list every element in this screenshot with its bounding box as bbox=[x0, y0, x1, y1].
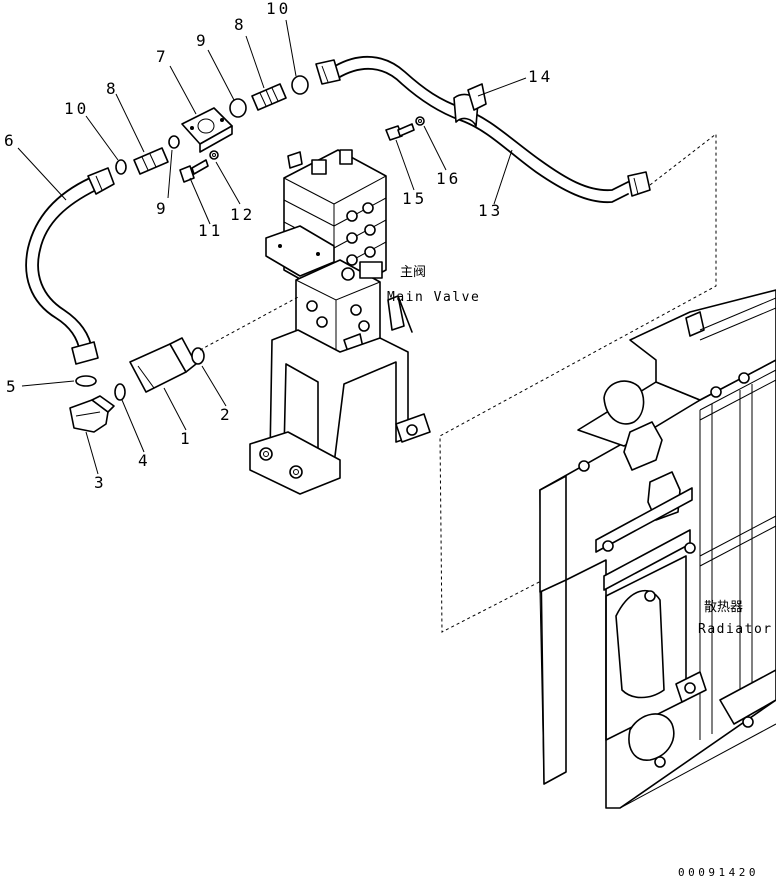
o-ring-2 bbox=[191, 347, 205, 365]
radiator bbox=[539, 289, 776, 809]
callout-3: 3 bbox=[94, 473, 107, 492]
o-ring-5 bbox=[75, 375, 97, 387]
washer-16 bbox=[415, 116, 425, 126]
o-ring-10-lower bbox=[115, 159, 127, 175]
component-labels: 主阀 Main Valve 散热器 Radiator bbox=[387, 265, 773, 637]
clamp-14 bbox=[453, 83, 487, 127]
adapter-1 bbox=[129, 337, 197, 393]
hose-6 bbox=[25, 167, 115, 365]
o-ring-9-lower bbox=[168, 135, 180, 149]
callout-5: 5 bbox=[6, 377, 19, 396]
callout-15: 15 bbox=[402, 189, 427, 208]
o-ring-10-upper bbox=[291, 75, 309, 95]
connector-8-lower bbox=[133, 147, 169, 175]
callout-6: 6 bbox=[4, 131, 17, 150]
callout-numbers: 10 9 8 7 8 10 6 9 11 12 14 16 15 13 5 4 … bbox=[4, 0, 553, 492]
callout-13: 13 bbox=[478, 201, 503, 220]
callout-8-upper: 8 bbox=[234, 15, 247, 34]
elbow-3 bbox=[69, 395, 115, 433]
valve-bracket bbox=[249, 329, 431, 495]
radiator-label-cn: 散热器 bbox=[704, 600, 743, 615]
flange-7 bbox=[181, 107, 233, 153]
main-valve-label-cn: 主阀 bbox=[400, 265, 426, 280]
callout-16: 16 bbox=[436, 169, 461, 188]
callout-2: 2 bbox=[220, 405, 233, 424]
callout-12: 12 bbox=[230, 205, 255, 224]
radiator-label-en: Radiator bbox=[698, 622, 773, 637]
o-ring-4 bbox=[114, 383, 126, 401]
callout-9-lower: 9 bbox=[156, 199, 169, 218]
bolt-11 bbox=[179, 159, 209, 183]
callout-9-upper: 9 bbox=[196, 31, 209, 50]
callout-1: 1 bbox=[180, 429, 193, 448]
drawing-code: 00091420 bbox=[678, 866, 759, 879]
callout-11: 11 bbox=[198, 221, 223, 240]
leader-lines bbox=[17, 19, 527, 475]
o-ring-9-upper bbox=[229, 98, 247, 118]
bolt-15 bbox=[385, 123, 415, 141]
washer-12 bbox=[209, 150, 219, 160]
main-valve-label-en: Main Valve bbox=[387, 290, 480, 305]
callout-10-lower: 10 bbox=[64, 99, 89, 118]
main-valve bbox=[265, 149, 413, 363]
callout-8-lower: 8 bbox=[106, 79, 119, 98]
callout-7: 7 bbox=[156, 47, 169, 66]
assembly-centerlines bbox=[199, 132, 717, 633]
callout-14: 14 bbox=[528, 67, 553, 86]
connector-8-upper bbox=[251, 83, 287, 111]
callout-4: 4 bbox=[138, 451, 151, 470]
callout-10-upper: 10 bbox=[266, 0, 291, 18]
